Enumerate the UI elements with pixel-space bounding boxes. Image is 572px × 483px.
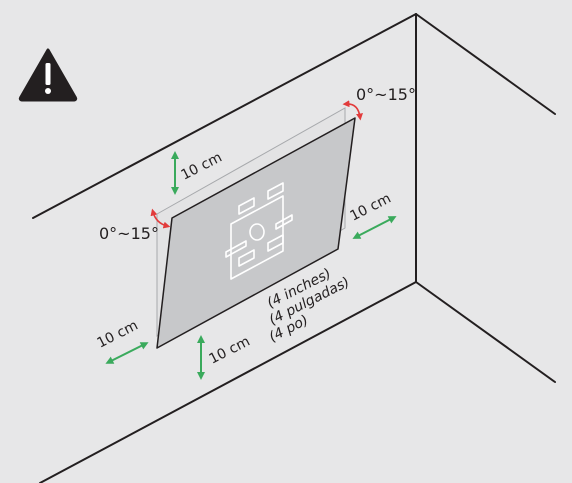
- tv-panel: [156, 117, 356, 349]
- wall-top-edge: [32, 13, 417, 219]
- clearance-arrows: [105, 151, 397, 380]
- side-wall-top-edge: [415, 13, 556, 115]
- clearance-right-label: 10 cm: [348, 191, 394, 225]
- tilt-arc-left: [150, 208, 171, 229]
- clearance-left-label: 10 cm: [95, 318, 141, 352]
- tilt-angle-left-label: 0°~15°: [99, 224, 159, 243]
- mount-bracket: [225, 182, 293, 280]
- wall-lines: [32, 13, 556, 483]
- tilt-arcs: [150, 100, 363, 229]
- clearance-bottom-label: 10 cm: [207, 334, 253, 368]
- clearance-left-arrow: [105, 342, 149, 364]
- tilt-arc-top: [342, 100, 363, 121]
- floor-side-edge: [415, 281, 556, 383]
- tilt-angle-top-label: 0°~15°: [356, 85, 416, 104]
- warning-triangle-icon: [18, 48, 78, 102]
- floor-back-edge: [39, 281, 417, 483]
- clearance-right-arrow: [352, 216, 397, 239]
- clearance-top-label: 10 cm: [179, 150, 225, 184]
